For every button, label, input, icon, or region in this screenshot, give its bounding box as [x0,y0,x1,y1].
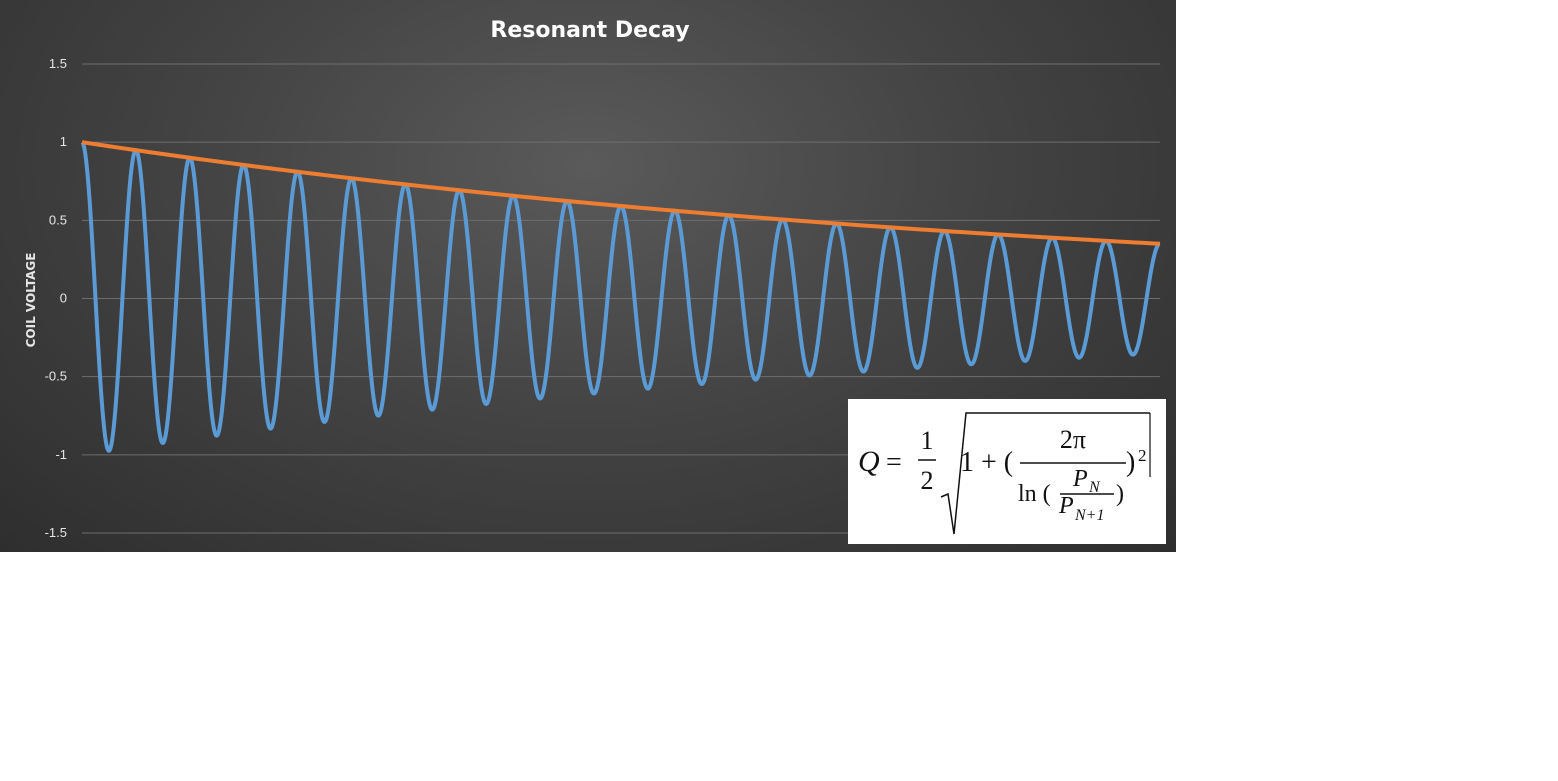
formula-two-pi: 2π [1060,425,1086,454]
formula-equals: = [886,447,902,478]
y-axis-ticks: 1.5 1 0.5 0 -0.5 -1 -1.5 [45,56,67,540]
y-tick-label: -0.5 [45,369,67,384]
formula-sqrt-sign [940,412,1150,535]
y-tick-label: 0 [60,291,67,306]
chart-panel: 1.5 1 0.5 0 -0.5 -1 -1.5 Resonant Decay COIL V… [0,0,1176,552]
formula-pn1-subscript: N+1 [1074,507,1104,524]
chart-canvas: 1.5 1 0.5 0 -0.5 -1 -1.5 Resonant Decay COIL V… [24,18,1162,540]
formula-half-numerator: 1 [921,426,934,455]
y-tick-label: 1 [60,134,67,149]
series-envelope-line [81,140,1161,246]
chart-title: Resonant Decay [490,18,689,43]
formula-ln: ln ( [1018,481,1051,507]
formula-half-denominator: 2 [921,466,934,495]
y-tick-label: -1.5 [45,525,67,540]
y-axis-label: COIL VOLTAGE [24,253,38,348]
q-factor-formula: Q = 1 2 1 + ( 2π ln ( P N P N+1 ) ) 2 [848,399,1166,544]
y-tick-label: 1.5 [49,56,67,71]
formula-pn1: P [1058,493,1074,519]
formula-close-outer: ) [1126,447,1135,478]
y-tick-label: 0.5 [49,212,67,227]
formula-close-inner: ) [1116,481,1124,507]
y-tick-label: -1 [55,447,67,462]
formula-graphic: Q = 1 2 1 + ( 2π ln ( P N P N+1 ) ) 2 [858,412,1151,535]
formula-pn: P [1072,466,1088,492]
formula-pn-subscript: N [1088,479,1101,496]
formula-power: 2 [1138,446,1147,465]
formula-q: Q [858,445,880,478]
formula-one-plus: 1 + ( [960,447,1013,478]
